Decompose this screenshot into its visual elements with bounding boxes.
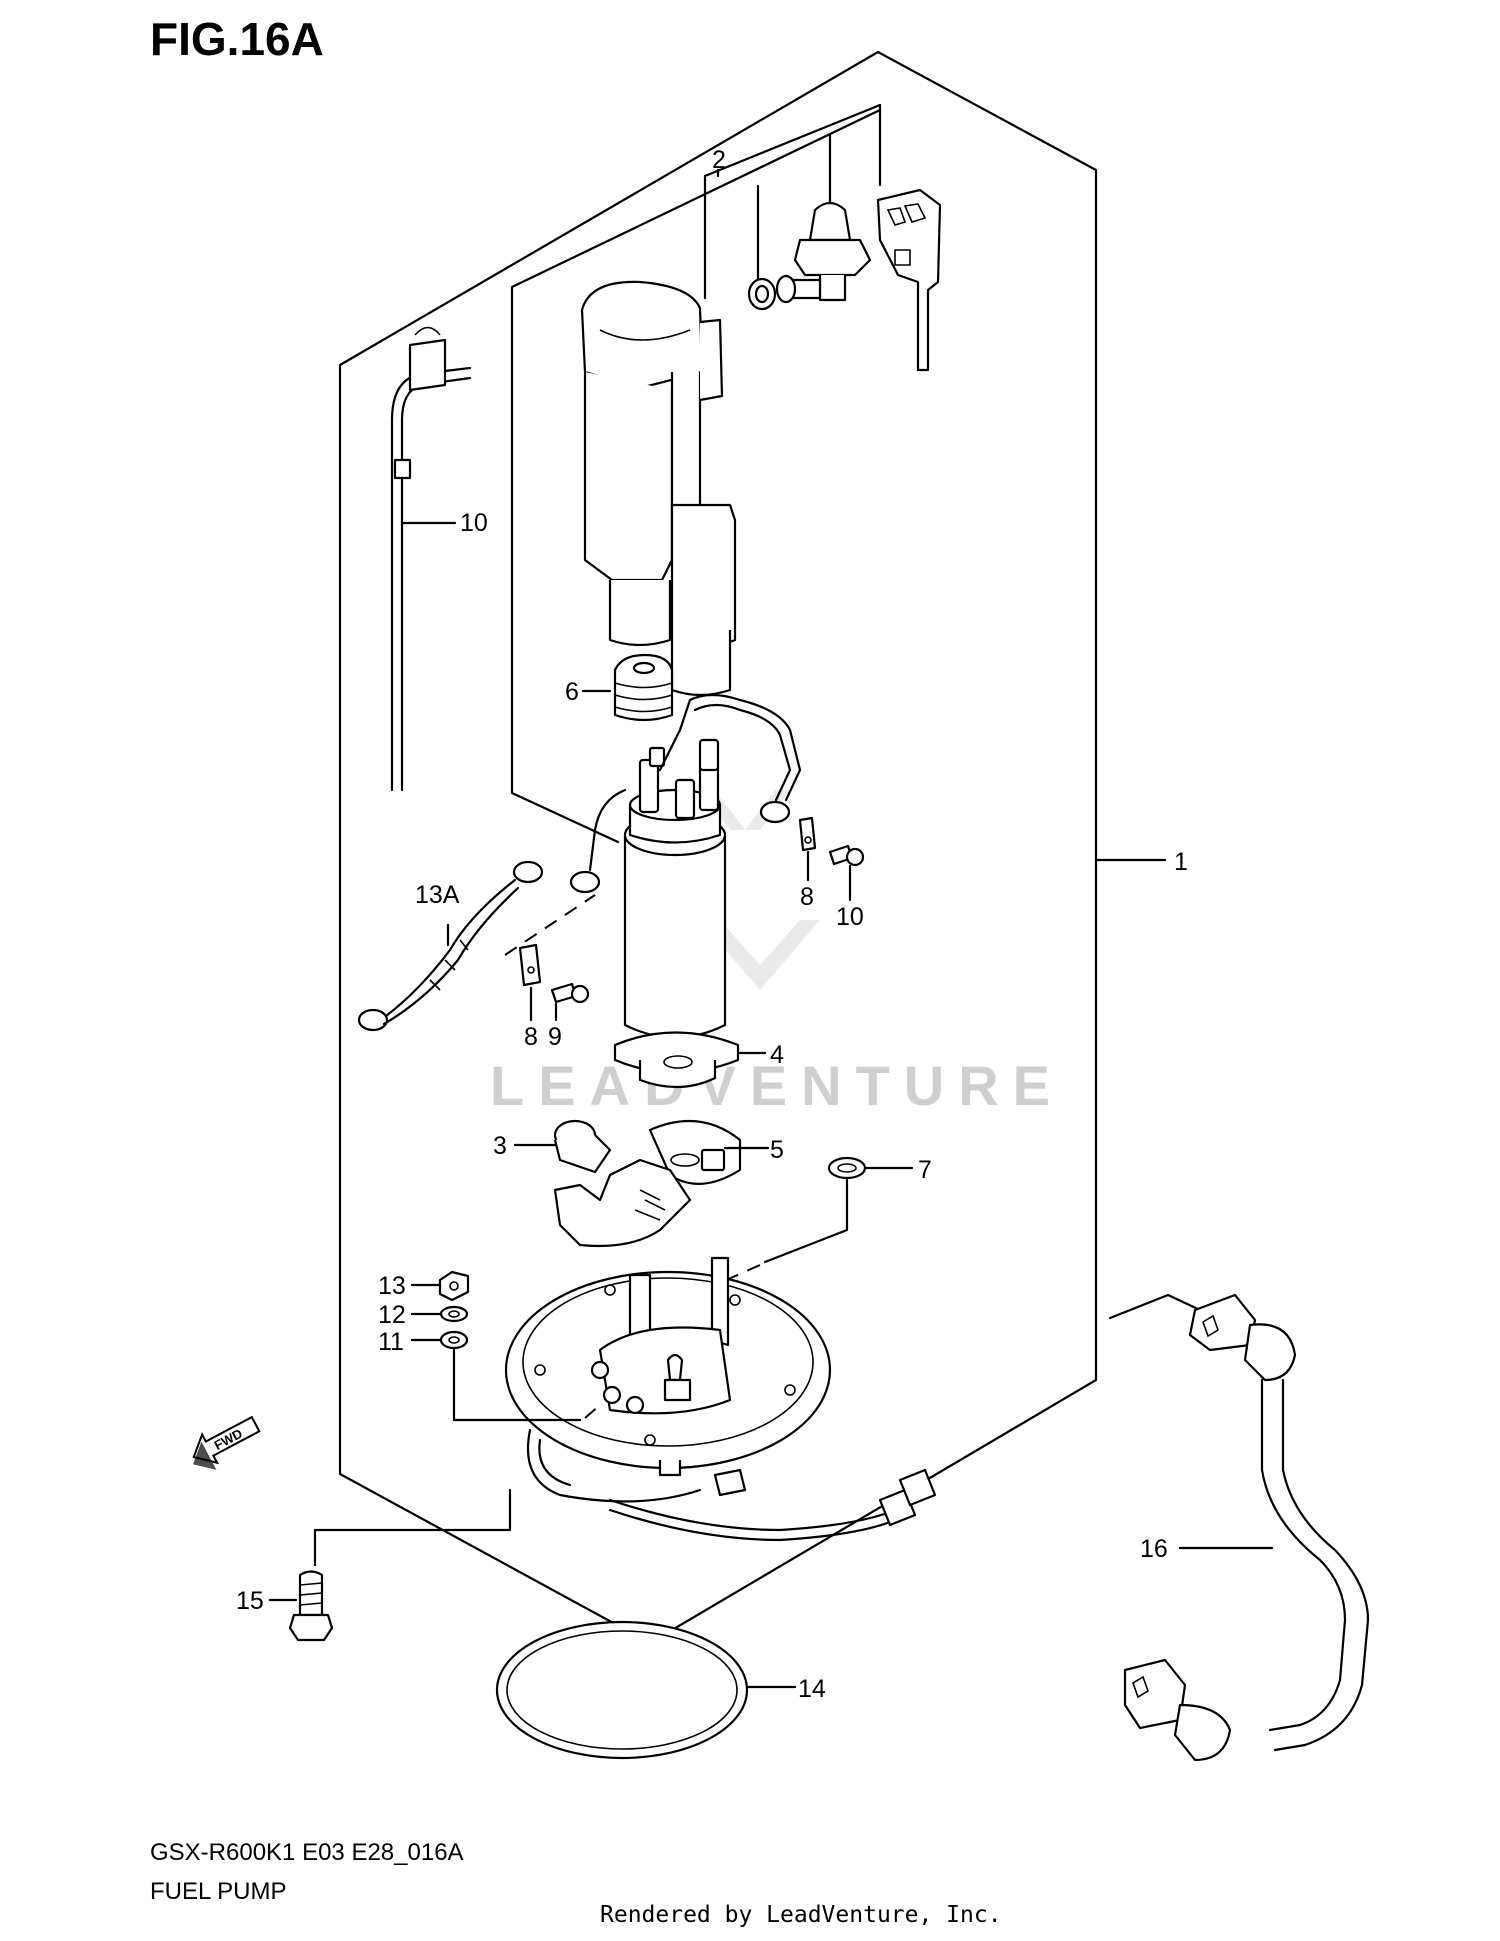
rendered-by: Rendered by LeadVenture, Inc. — [600, 1902, 1002, 1928]
dashed-ref-13a — [504, 894, 596, 956]
washer-12 — [439, 1305, 469, 1323]
fuel-pump-motor — [623, 738, 727, 1039]
bolt-15 — [288, 1570, 334, 1642]
model-code: GSX-R600K1 E03 E28_016A — [150, 1839, 464, 1866]
leader-11-13-ref — [452, 1348, 582, 1422]
pump-holder-5 — [648, 1120, 742, 1185]
regulator-clip — [876, 188, 942, 372]
leader-2 — [703, 103, 882, 307]
fuel-hose-16 — [1108, 1293, 1370, 1762]
clip-8-left — [518, 943, 542, 987]
callout-5: 5 — [770, 1136, 784, 1164]
lead-wire-13a — [357, 860, 544, 1032]
figure-title: FIG.16A — [150, 13, 324, 65]
callout-10-right: 10 — [836, 903, 864, 931]
pump-cushion-4 — [613, 1031, 740, 1089]
callout-11: 11 — [378, 1328, 404, 1356]
callout-13a: 13A — [415, 881, 460, 909]
o-ring-14 — [495, 1620, 749, 1760]
leader-15-ref — [313, 1488, 512, 1567]
sub-assembly-outline — [510, 108, 882, 844]
callout-15: 15 — [236, 1587, 264, 1615]
figure-name: FUEL PUMP — [150, 1878, 286, 1905]
callout-13: 13 — [378, 1272, 406, 1300]
watermark-text: LEADVENTURE — [490, 1054, 1064, 1117]
fuel-level-rod — [390, 326, 472, 792]
pump-bracket-3 — [553, 1119, 692, 1248]
callout-12: 12 — [378, 1301, 406, 1329]
gasket-7-hole — [837, 1163, 857, 1173]
gasket-7 — [827, 1156, 867, 1180]
nut-13 — [438, 1270, 470, 1302]
callout-8-right: 8 — [800, 883, 814, 911]
callout-9-left: 9 — [548, 1023, 562, 1051]
leader-7-ref — [763, 1178, 849, 1264]
callout-14: 14 — [798, 1675, 826, 1703]
callout-16: 16 — [1140, 1535, 1168, 1563]
forward-direction-badge: FWD — [192, 1415, 261, 1470]
fuel-filter-housing — [580, 280, 737, 697]
pump-wire-harness — [569, 693, 802, 894]
callout-10-top: 10 — [460, 509, 488, 537]
callout-6: 6 — [565, 678, 579, 706]
screw-9-left — [550, 982, 590, 1004]
filter-sock — [613, 653, 674, 722]
callout-4: 4 — [770, 1041, 784, 1069]
washer-11 — [439, 1330, 469, 1350]
clip-8-right — [798, 816, 817, 852]
pump-flange-plate — [504, 1256, 832, 1477]
callout-2: 2 — [712, 146, 726, 174]
callout-3: 3 — [493, 1132, 507, 1160]
pressure-regulator — [747, 201, 872, 311]
dashed-ref-11 — [584, 1404, 601, 1419]
assembly-outline — [338, 50, 1098, 1645]
callout-1: 1 — [1174, 848, 1188, 876]
screw-10-right — [828, 844, 865, 867]
plate-wiring — [526, 1428, 937, 1542]
callout-8-left: 8 — [524, 1023, 538, 1051]
callout-7: 7 — [918, 1156, 932, 1184]
